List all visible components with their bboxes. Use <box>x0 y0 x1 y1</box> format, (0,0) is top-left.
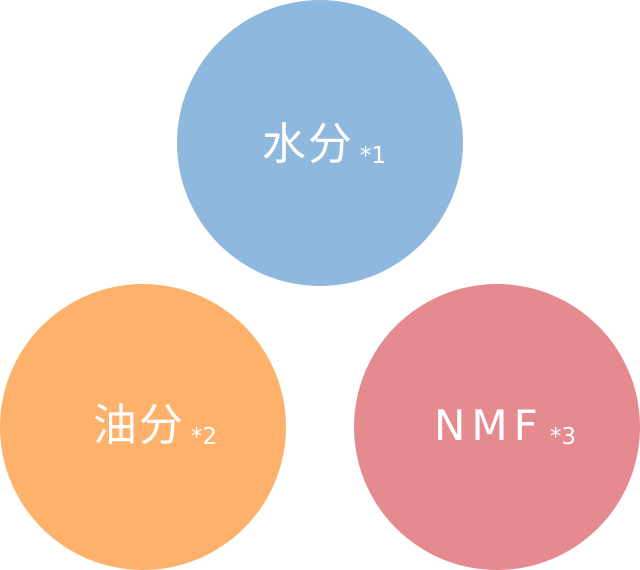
circle-nmf-note: *3 <box>549 424 576 450</box>
circle-oil-label-group: 油分 *2 <box>92 400 218 451</box>
circle-water-label-group: 水分 *1 <box>261 119 387 170</box>
circle-oil-label: 油分 <box>92 400 185 451</box>
circle-oil: 油分 *2 <box>0 284 286 570</box>
circle-nmf-label-group: NMF *3 <box>434 401 576 451</box>
circle-water-label: 水分 <box>261 119 354 170</box>
circle-nmf: NMF *3 <box>354 284 640 570</box>
circle-nmf-label: NMF <box>434 401 544 450</box>
circle-oil-note: *2 <box>190 424 218 450</box>
circle-water-note: *1 <box>359 143 387 169</box>
circle-water: 水分 *1 <box>177 0 463 286</box>
